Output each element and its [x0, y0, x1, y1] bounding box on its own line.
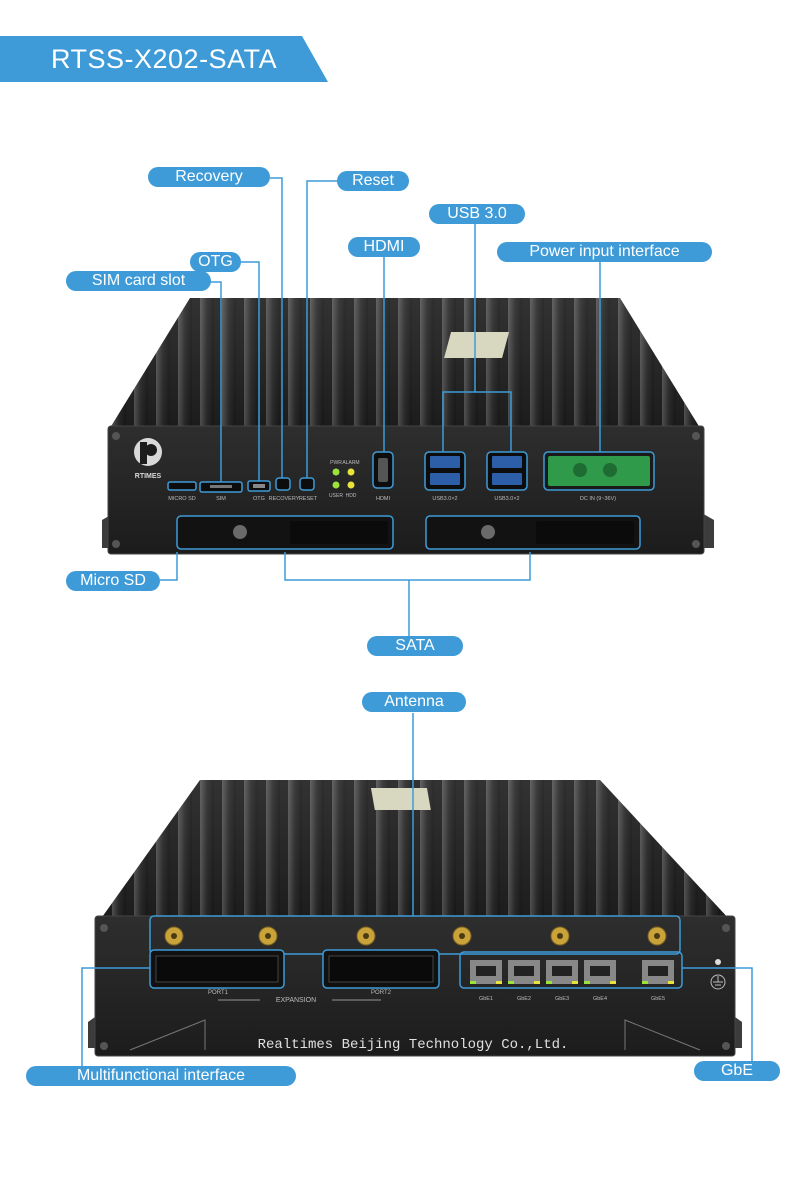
led-user — [332, 481, 340, 489]
back-unit: PORT1 PORT2 EXPANSION GbE1 GbE2 GbE3 GbE… — [88, 780, 742, 1057]
front-leader-lines — [160, 177, 601, 636]
gbe3-label: GbE3 — [555, 996, 569, 1002]
led-pwr-label: PWR — [330, 460, 342, 466]
ground-icon — [710, 974, 726, 990]
microsd-panel-label: MICRO SD — [168, 496, 196, 502]
callout-sata: SATA — [367, 636, 463, 656]
sim-panel-label: SIM — [216, 496, 226, 502]
led-hdd-label: HDD — [346, 493, 357, 499]
callout-hdmi: HDMI — [348, 237, 420, 257]
reset-button — [299, 477, 315, 491]
brand-label: RTIMES — [135, 473, 162, 480]
led-alarm-label: ALARM — [342, 460, 359, 466]
back-leader-lines — [81, 713, 753, 1076]
gbe5-label: GbE5 — [651, 996, 665, 1002]
led-alarm — [347, 468, 355, 476]
callout-recovery: Recovery — [148, 167, 270, 187]
company-name: Realtimes Beijing Technology Co.,Ltd. — [258, 1037, 569, 1053]
callout-gbe: GbE — [694, 1061, 780, 1081]
usb-a-panel-label: USB3.0×2 — [432, 496, 457, 502]
top-sticker-back — [370, 788, 431, 810]
gbe4-label: GbE4 — [593, 996, 607, 1002]
recovery-panel-label: RECOVERY — [269, 496, 300, 502]
callout-antenna: Antenna — [362, 692, 466, 712]
microsd-slot — [167, 481, 197, 491]
port1-label: PORT1 — [208, 990, 229, 996]
led-hdd — [347, 481, 355, 489]
reset-panel-label: RESET — [299, 496, 318, 502]
page-title: RTSS-X202-SATA — [51, 44, 278, 74]
gbe1-label: GbE1 — [479, 996, 493, 1002]
callout-microsd: Micro SD — [66, 571, 160, 591]
callout-otg: OTG — [190, 252, 241, 272]
front-unit: RTIMES MICRO SD SIM OTG RECOVERY RESET P… — [102, 298, 714, 555]
led-user-label: USER — [329, 493, 343, 499]
top-sticker-front — [444, 332, 510, 358]
expansion-label: EXPANSION — [276, 997, 316, 1004]
port2-label: PORT2 — [371, 990, 392, 996]
callout-multifunctional: Multifunctional interface — [26, 1066, 296, 1086]
callout-usb: USB 3.0 — [429, 204, 525, 224]
gbe-port-group — [459, 951, 683, 989]
title-banner — [0, 36, 328, 82]
callout-power: Power input interface — [497, 242, 712, 262]
gbe2-label: GbE2 — [517, 996, 531, 1002]
rtimes-logo: RTIMES — [134, 438, 162, 480]
status-leds: PWR ALARM USER HDD — [329, 460, 360, 499]
otg-panel-label: OTG — [253, 496, 265, 502]
usb-b-panel-label: USB3.0×2 — [494, 496, 519, 502]
dc-in-panel-label: DC IN (9~36V) — [580, 496, 616, 502]
callout-sim: SIM card slot — [66, 271, 211, 291]
recovery-button — [275, 477, 291, 491]
hdmi-panel-label: HDMI — [376, 496, 391, 502]
callout-reset: Reset — [337, 171, 409, 191]
led-pwr — [332, 468, 340, 476]
